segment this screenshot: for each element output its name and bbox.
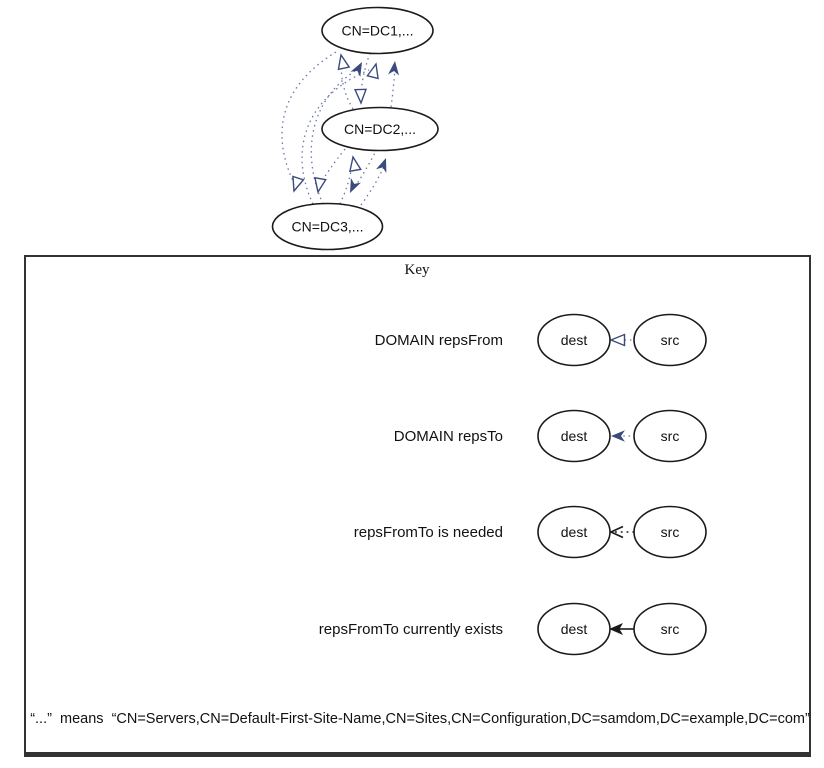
dest-label: dest	[561, 621, 588, 637]
key-row-label: DOMAIN repsTo	[394, 428, 503, 445]
open-navy-arrowhead-icon	[609, 333, 626, 347]
dest-label: dest	[561, 428, 588, 444]
node-ellipse	[321, 106, 439, 152]
repsfrom-open-arrowhead-icon	[337, 53, 351, 71]
src-label: src	[661, 524, 680, 540]
key-row-domain-repsfrom: DOMAIN repsFrom dest src	[375, 313, 707, 367]
node-dc1: CN=DC1,...	[321, 6, 434, 55]
edge-dc3-to-dc2-repsto	[360, 167, 384, 206]
edge-dc2-to-dc1-repsfrom	[340, 62, 354, 110]
dest-ellipse	[537, 505, 611, 559]
src-label: src	[661, 428, 680, 444]
node-label: CN=DC3,...	[292, 219, 364, 235]
dn-expansion-note: “...” means “CN=Servers,CN=Default-First…	[30, 711, 810, 727]
node-ellipse	[321, 6, 434, 55]
repsto-filled-arrowhead-icon	[350, 62, 362, 77]
filled-black-arrowhead-icon	[609, 623, 623, 635]
node-label: CN=DC2,...	[344, 121, 416, 137]
repsfrom-open-arrowhead-icon	[366, 62, 379, 80]
filled-navy-arrowhead-icon	[611, 430, 625, 442]
dest-label: dest	[561, 332, 588, 348]
key-row-label: repsFromTo currently exists	[319, 621, 503, 638]
repsto-filled-arrowhead-icon	[376, 158, 387, 174]
repsto-filled-arrowhead-icon	[350, 177, 361, 193]
key-title: Key	[405, 262, 430, 278]
src-label: src	[661, 621, 680, 637]
dest-ellipse	[537, 313, 611, 367]
src-label: src	[661, 332, 680, 348]
open-black-arrowhead-icon	[608, 525, 624, 539]
repsfrom-open-arrowhead-icon	[314, 176, 327, 194]
edge-dc2-to-dc1-repsto	[390, 68, 396, 108]
key-row-label: repsFromTo is needed	[354, 524, 503, 541]
node-label: CN=DC1,...	[342, 23, 414, 39]
repsto-filled-arrowhead-icon	[388, 61, 400, 76]
graph-edges	[281, 51, 400, 206]
key-box: Key DOMAIN repsFrom dest src DOMAIN reps…	[24, 255, 811, 757]
repsfrom-open-arrowhead-icon	[292, 175, 305, 193]
node-ellipse	[271, 202, 384, 251]
src-ellipse	[633, 313, 707, 367]
src-ellipse	[633, 505, 707, 559]
key-row-domain-repsto: DOMAIN repsTo dest src	[394, 409, 707, 463]
edge-dc1-to-dc3-repsfrom	[281, 51, 337, 184]
dest-ellipse	[537, 602, 611, 656]
repsfrom-open-arrowhead-icon	[353, 88, 368, 105]
node-dc3: CN=DC3,...	[271, 202, 384, 251]
node-dc2: CN=DC2,...	[321, 106, 439, 152]
dest-ellipse	[537, 409, 611, 463]
key-row-repsfromto-needed: repsFromTo is needed dest src	[354, 505, 707, 559]
dest-label: dest	[561, 524, 588, 540]
key-row-label: DOMAIN repsFrom	[375, 332, 503, 349]
key-row-repsfromto-exists: repsFromTo currently exists dest src	[319, 602, 707, 656]
src-ellipse	[633, 409, 707, 463]
src-ellipse	[633, 602, 707, 656]
repsfrom-open-arrowhead-icon	[349, 155, 362, 173]
